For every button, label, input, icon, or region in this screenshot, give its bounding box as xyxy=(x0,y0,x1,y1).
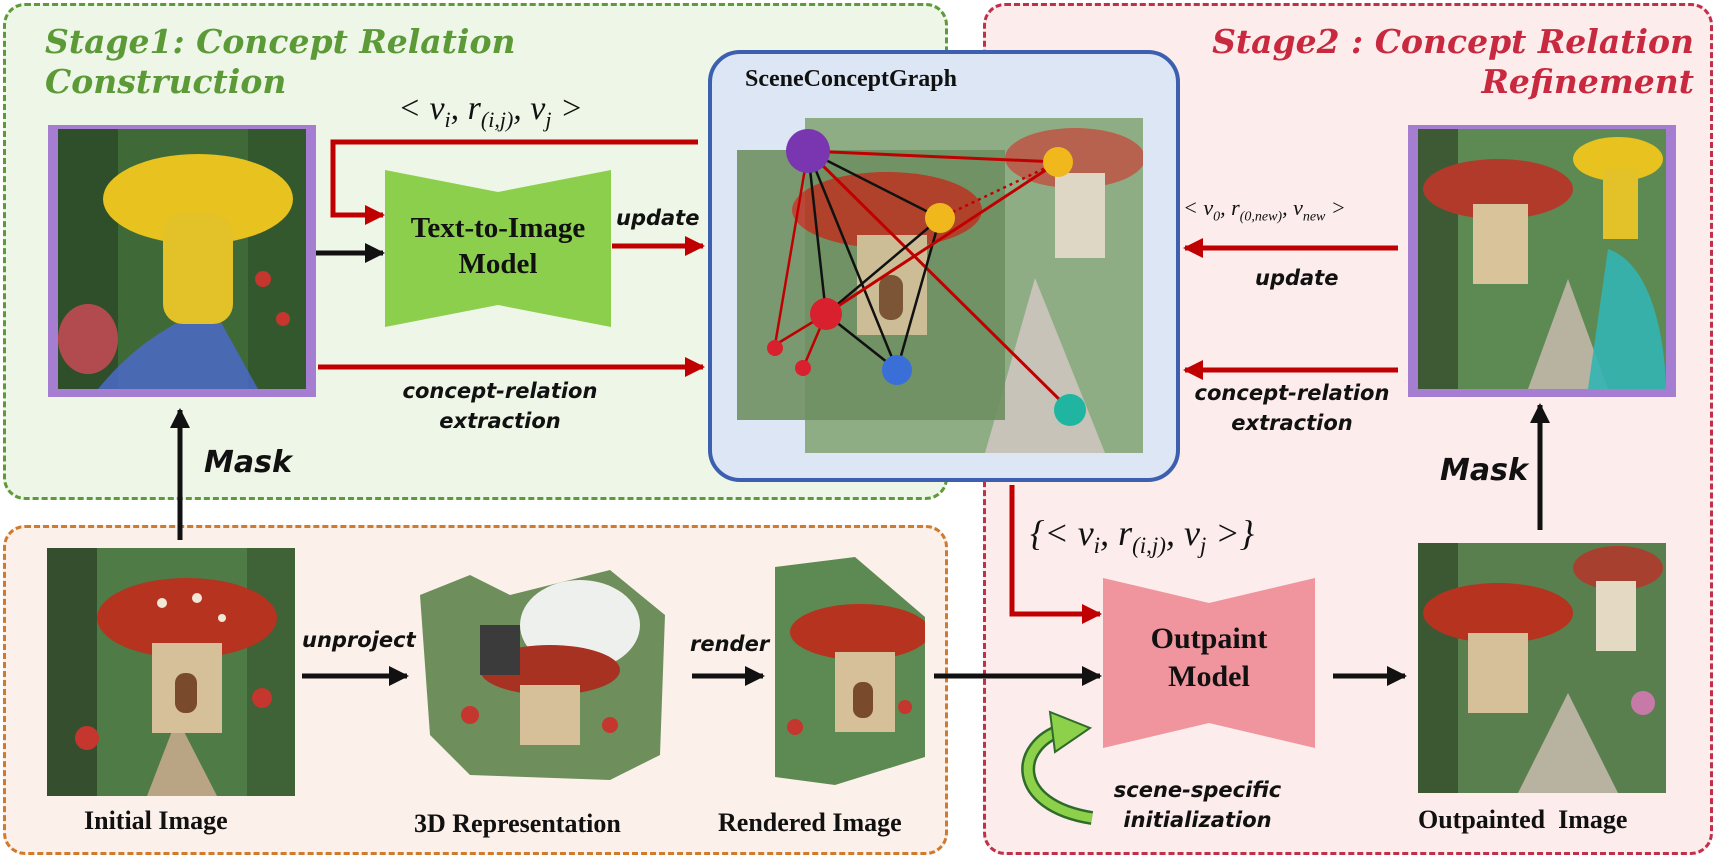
outpainted-image-caption: Outpainted Image xyxy=(1418,805,1628,834)
initial-image-caption: Initial Image xyxy=(84,806,228,835)
outpaint-label-line2: Model xyxy=(1168,659,1250,693)
mask-label-right: Mask xyxy=(1440,453,1528,488)
3d-representation-art xyxy=(420,570,665,780)
3d-representation-image xyxy=(410,555,670,787)
stage2-title: Stage2 : Concept Relation Refinement xyxy=(1212,22,1694,102)
initial-image xyxy=(47,548,295,796)
stage2-title-line2: Refinement xyxy=(1481,62,1694,101)
cre-right-line1: concept-relation xyxy=(1194,381,1390,405)
3d-representation-caption: 3D Representation xyxy=(414,809,621,838)
masked-image-stage1-art xyxy=(58,129,306,389)
masked-image-stage2 xyxy=(1408,125,1676,397)
outpaint-model-label: Outpaint Model xyxy=(1103,620,1315,695)
concept-extraction-label-left: concept-relation extraction xyxy=(390,376,610,436)
stage1-title: Stage1: Concept Relation Construction xyxy=(45,22,515,102)
initial-image-art xyxy=(47,548,295,796)
outpainted-image xyxy=(1418,543,1666,793)
stage1-title-line1: Stage1: Concept Relation xyxy=(45,22,516,61)
cre-right-line2: extraction xyxy=(1231,411,1353,435)
update-label-left: update xyxy=(616,206,700,230)
relation-triple-right: < v0, r(0,new), vnew > xyxy=(1183,195,1346,225)
cre-left-line2: extraction xyxy=(439,409,561,433)
triple-right-text: < v xyxy=(1183,195,1214,220)
relation-triple-bottom: {< vi, r(i,j), vj >} xyxy=(1030,513,1255,559)
t2i-label-line1: Text-to-Image xyxy=(410,212,586,244)
mask-label-left: Mask xyxy=(204,445,292,480)
scene-init-label: scene-specific initialization xyxy=(1110,775,1285,835)
unproject-label: unproject xyxy=(302,628,416,652)
scene-init-line2: initialization xyxy=(1123,808,1272,832)
scene-graph-bg-left-art xyxy=(737,150,1005,420)
masked-image-stage2-art xyxy=(1418,129,1666,389)
update-label-right: update xyxy=(1255,266,1339,290)
triple-top-text: < v xyxy=(398,90,445,127)
rendered-image-art xyxy=(775,557,925,785)
render-label: render xyxy=(690,632,770,656)
stage1-title-line2: Construction xyxy=(45,62,287,101)
text-to-image-model-label: Text-to-Image Model xyxy=(385,210,611,283)
cre-left-line1: concept-relation xyxy=(402,379,598,403)
scene-init-line1: scene-specific xyxy=(1113,778,1282,802)
stage2-title-line1: Stage2 : Concept Relation xyxy=(1212,22,1694,61)
rendered-image xyxy=(775,557,925,785)
scene-graph-background-left xyxy=(737,150,1005,420)
t2i-label-line2: Model xyxy=(458,248,538,281)
masked-image-stage1 xyxy=(48,125,316,397)
outpaint-label-line1: Outpaint xyxy=(1150,622,1268,655)
concept-extraction-label-right: concept-relation extraction xyxy=(1182,378,1402,438)
outpaint-model-shape xyxy=(1103,578,1315,748)
rendered-image-caption: Rendered Image xyxy=(718,808,902,837)
outpainted-image-art xyxy=(1418,543,1666,793)
triple-bottom-text: {< v xyxy=(1030,513,1094,553)
relation-triple-top: < vi, r(i,j), vj > xyxy=(398,90,583,132)
scene-concept-graph-title: SceneConceptGraph xyxy=(745,66,957,92)
